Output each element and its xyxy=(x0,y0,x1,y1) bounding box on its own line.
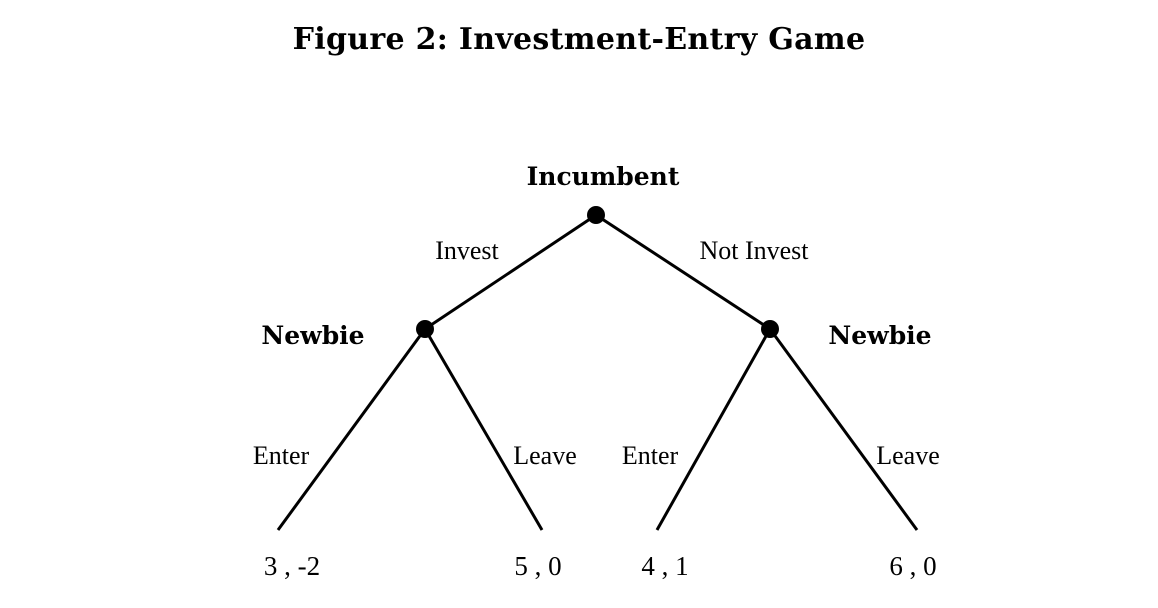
tree-edges xyxy=(276,213,919,531)
node-incumbent xyxy=(587,206,605,224)
edge-not-invest xyxy=(595,213,771,331)
edge-leave-left xyxy=(423,328,544,531)
payoff-invest-leave: 5 , 0 xyxy=(514,551,562,581)
edge-label-enter-right: Enter xyxy=(621,441,679,470)
edge-enter-right xyxy=(655,328,772,531)
payoff-notinvest-leave: 6 , 0 xyxy=(889,551,937,581)
edge-label-not-invest: Not Invest xyxy=(699,236,809,265)
edge-leave-right xyxy=(768,328,919,531)
payoff-invest-enter: 3 , -2 xyxy=(263,551,321,581)
figure-title: Figure 2: Investment-Entry Game xyxy=(292,22,866,57)
node-newbie-left xyxy=(416,320,434,338)
player-label-newbie-right: Newbie xyxy=(828,321,932,350)
edge-invest xyxy=(424,213,597,331)
edge-label-leave-right: Leave xyxy=(876,441,940,470)
edge-enter-left xyxy=(276,328,427,531)
edge-label-invest: Invest xyxy=(435,236,499,265)
player-label-incumbent: Incumbent xyxy=(526,162,680,191)
node-newbie-right xyxy=(761,320,779,338)
tree-nodes xyxy=(416,206,779,338)
edge-label-enter-left: Enter xyxy=(252,441,310,470)
player-label-newbie-left: Newbie xyxy=(261,321,365,350)
edge-label-leave-left: Leave xyxy=(513,441,577,470)
payoff-notinvest-enter: 4 , 1 xyxy=(641,551,689,581)
